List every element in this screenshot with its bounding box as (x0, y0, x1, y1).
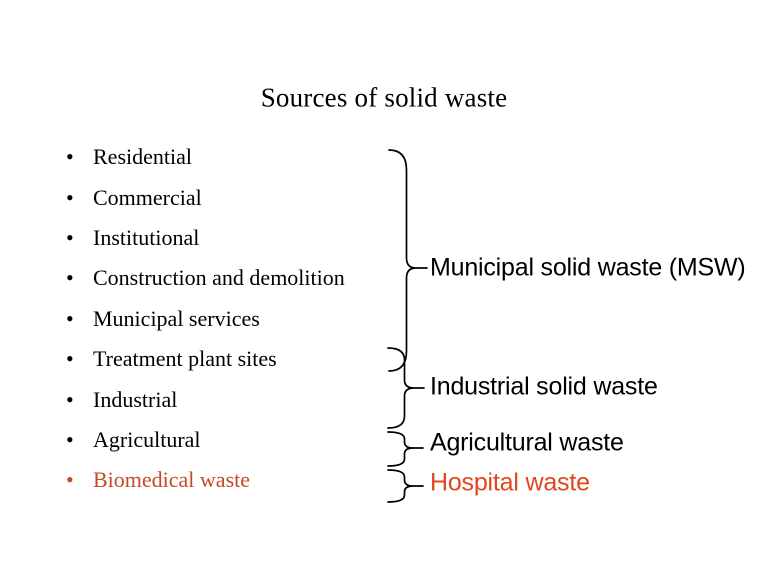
bullet-icon: • (66, 305, 74, 331)
bullet-icon: • (66, 184, 74, 210)
group-label-industrial: Industrial solid waste (430, 372, 658, 401)
list-item-biomedical: • Biomedical waste (60, 460, 390, 500)
list-item-label: Industrial (93, 386, 178, 412)
bullet-icon: • (66, 386, 74, 412)
brace-hospital-icon (387, 469, 424, 503)
list-item: • Commercial (60, 177, 390, 217)
bullet-icon: • (66, 265, 74, 291)
group-label-msw: Municipal solid waste (MSW) (430, 253, 746, 282)
list-item-label: Institutional (93, 224, 200, 250)
group-label-hospital: Hospital waste (430, 468, 590, 497)
list-item: • Industrial (60, 379, 390, 419)
list-item: • Agricultural (60, 420, 390, 460)
list-item: • Institutional (60, 218, 390, 258)
list-item-label: Commercial (93, 184, 202, 210)
list-item-label: Biomedical waste (93, 467, 251, 493)
bullet-icon: • (66, 144, 74, 170)
bullet-icon: • (66, 346, 74, 372)
bullet-icon: • (66, 224, 74, 250)
list-item-label: Construction and demolition (93, 265, 345, 291)
list-item: • Construction and demolition (60, 258, 390, 298)
list-item: • Residential (60, 137, 390, 177)
brace-agricultural-icon (387, 431, 424, 467)
list-item-label: Residential (93, 144, 192, 170)
group-label-agricultural: Agricultural waste (430, 428, 624, 457)
brace-industrial-icon (387, 347, 425, 429)
list-item-label: Municipal services (93, 305, 260, 331)
bullet-icon: • (66, 467, 74, 493)
list-item: • Treatment plant sites (60, 339, 390, 379)
list-item-label: Agricultural (93, 426, 201, 452)
list-item: • Municipal services (60, 299, 390, 339)
bullet-icon: • (66, 426, 74, 452)
brace-municipal-icon (388, 149, 428, 372)
source-bullet-list: • Residential • Commercial • Institution… (60, 137, 390, 501)
page-title: Sources of solid waste (260, 82, 508, 113)
list-item-label: Treatment plant sites (93, 346, 277, 372)
